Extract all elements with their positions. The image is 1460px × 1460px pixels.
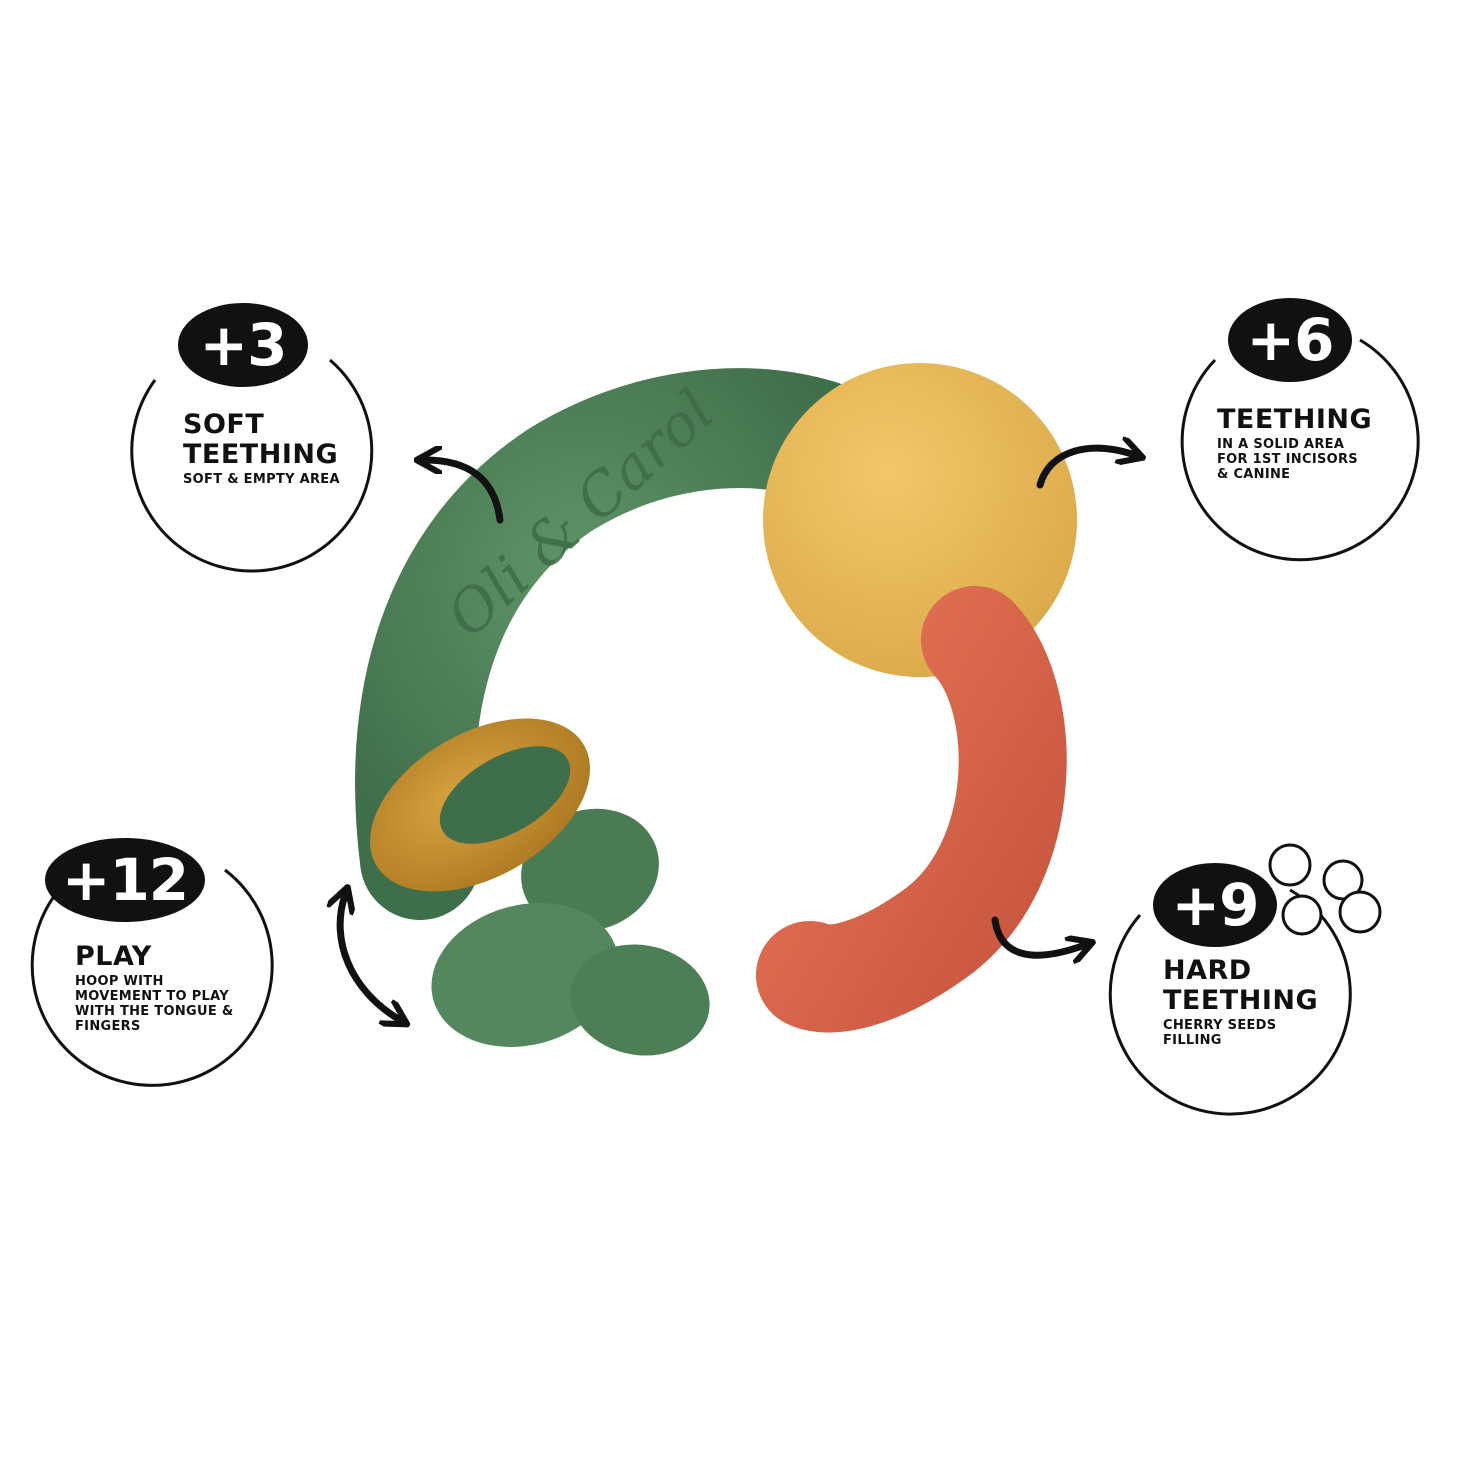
teether: Oli & Carol <box>355 363 1077 1056</box>
callout-desc: HOOP WITH MOVEMENT TO PLAY WITH THE TONG… <box>75 974 234 1034</box>
callout-title: PLAY <box>75 941 152 972</box>
green-arc <box>355 368 880 920</box>
arrow-hard-teething-icon <box>991 916 1085 955</box>
callout-soft-teething: SOFT TEETHING SOFT & EMPTY AREA <box>183 409 383 488</box>
callout-circle-6 <box>1180 298 1420 562</box>
callout-desc: SOFT & EMPTY AREA <box>183 472 340 487</box>
age-badge-9: +9 <box>1171 871 1260 939</box>
age-badge-12: +12 <box>61 846 189 914</box>
arrow-teething-icon <box>1036 448 1135 489</box>
callout-circle-12 <box>30 838 274 1087</box>
callout-title: TEETHING <box>1217 404 1373 435</box>
callout-circle-3 <box>130 303 374 573</box>
green-knot <box>431 808 710 1056</box>
callout-circle-9 <box>1108 843 1382 1116</box>
arrow-soft-teething-icon <box>425 460 504 524</box>
orange-arc <box>756 586 1067 1033</box>
arrow-play-icon <box>340 895 400 1020</box>
amber-ring <box>370 718 590 892</box>
callout-hard-teething: HARD TEETHING CHERRY SEEDS FILLING <box>1163 955 1343 1049</box>
callout-desc: IN A SOLID AREA FOR 1ST INCISORS & CANIN… <box>1217 437 1358 482</box>
cherry-seeds-icon <box>1268 843 1382 936</box>
callout-title: SOFT TEETHING <box>183 409 339 470</box>
callout-teething: TEETHING IN A SOLID AREA FOR 1ST INCISOR… <box>1217 404 1417 483</box>
callout-desc: CHERRY SEEDS FILLING <box>1163 1018 1277 1048</box>
age-badge-3: +3 <box>199 311 288 379</box>
age-badge-6: +6 <box>1246 306 1335 374</box>
callout-play: PLAY HOOP WITH MOVEMENT TO PLAY WITH THE… <box>75 941 275 1035</box>
callout-title: HARD TEETHING <box>1163 955 1319 1016</box>
